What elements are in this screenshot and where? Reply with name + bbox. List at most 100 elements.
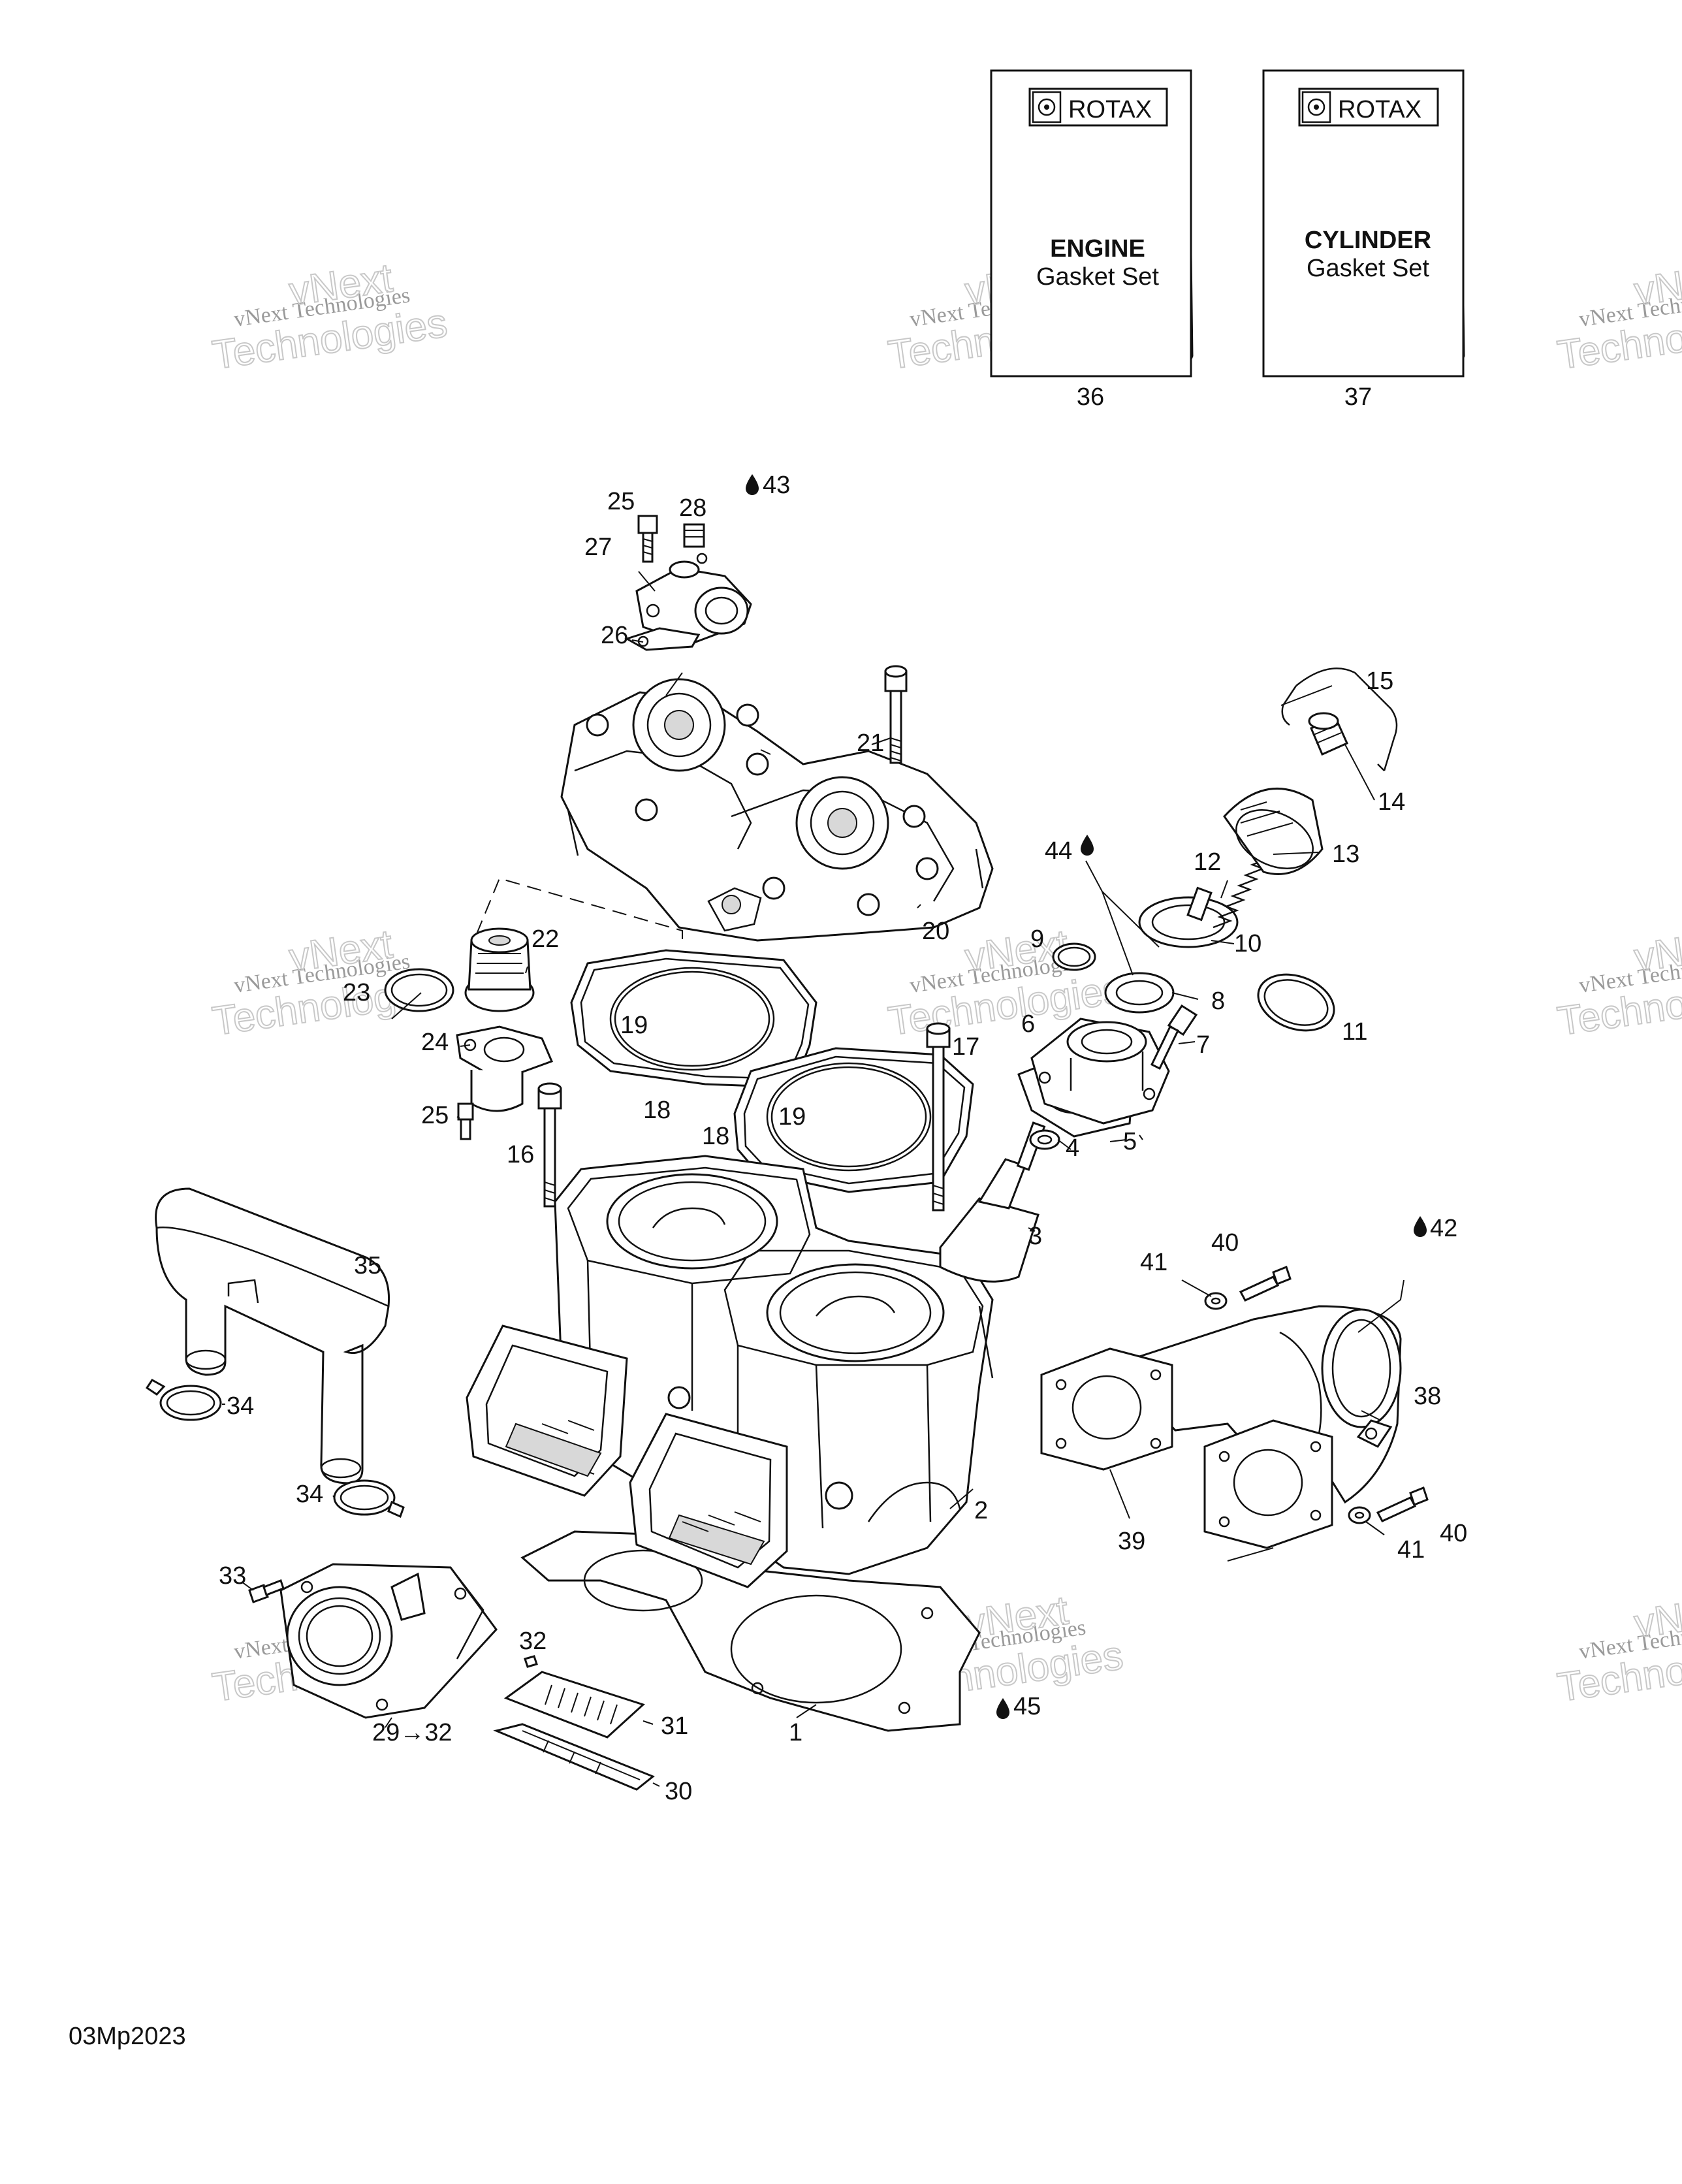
cylinder-bolt-17 bbox=[926, 1022, 951, 1212]
callout-labels: 1 2 3 4 5 6 7 8 9 10 11 12 13 14 15 16 1… bbox=[219, 472, 1467, 1805]
rotax-logo-icon bbox=[1301, 91, 1331, 123]
callout-40a: 40 bbox=[1211, 1229, 1239, 1257]
callout-18a: 18 bbox=[643, 1097, 671, 1124]
callout-33: 33 bbox=[219, 1562, 246, 1590]
drop-icon bbox=[1414, 1216, 1427, 1237]
hidden-line bbox=[476, 877, 683, 946]
callout-41b: 41 bbox=[1397, 1536, 1425, 1564]
callout-32: 32 bbox=[519, 1628, 547, 1655]
callout-19b: 19 bbox=[778, 1103, 806, 1131]
intake-reed-block-right bbox=[629, 1413, 788, 1588]
flange-39-upper bbox=[1040, 1347, 1173, 1471]
rotax-logo-icon bbox=[1032, 91, 1062, 123]
valve-cover-13 bbox=[1223, 787, 1324, 875]
intake-reed-block-left bbox=[466, 1325, 628, 1497]
screw-25-top bbox=[637, 515, 658, 563]
callout-3: 3 bbox=[1028, 1223, 1042, 1250]
callout-15: 15 bbox=[1366, 667, 1393, 695]
valve-cap-8 bbox=[1104, 972, 1175, 1014]
watermark: vNext Technologies vNext Technologies bbox=[1554, 255, 1682, 379]
callout-41a: 41 bbox=[1140, 1249, 1167, 1276]
drop-icon bbox=[1081, 835, 1094, 856]
head-gasket-left bbox=[570, 949, 817, 1089]
callout-28: 28 bbox=[679, 494, 706, 522]
watermark-line2: vNext bbox=[1632, 922, 1682, 980]
screw-40-lower bbox=[1376, 1486, 1429, 1522]
coolant-manifold-35 bbox=[155, 1187, 390, 1485]
kit-number: 36 bbox=[1077, 383, 1104, 411]
callout-22: 22 bbox=[532, 925, 559, 953]
kit-brand: ROTAX bbox=[1068, 96, 1152, 123]
exhaust-valve-3 bbox=[939, 1121, 1046, 1283]
head-gasket-right bbox=[733, 1047, 974, 1193]
callout-1: 1 bbox=[789, 1719, 802, 1746]
thermostat-cover-24 bbox=[456, 1025, 554, 1112]
callout-11: 11 bbox=[1342, 1018, 1367, 1046]
screw-33 bbox=[248, 1579, 285, 1603]
screw-7 bbox=[1150, 1004, 1198, 1070]
valve-housing-6 bbox=[1030, 1018, 1170, 1125]
callout-8: 8 bbox=[1211, 988, 1225, 1015]
cylinder-head-part bbox=[560, 678, 994, 942]
callout-40b: 40 bbox=[1440, 1520, 1467, 1547]
reed-stopper-30 bbox=[493, 1723, 655, 1791]
o-ring-9 bbox=[1052, 942, 1096, 971]
callout-10: 10 bbox=[1234, 930, 1262, 957]
screw-32 bbox=[524, 1655, 538, 1668]
callout-45: 45 bbox=[1013, 1693, 1041, 1720]
callout-42: 42 bbox=[1430, 1215, 1457, 1242]
drop-icon bbox=[746, 474, 759, 495]
hose-clamp-34-lower bbox=[333, 1479, 405, 1518]
callout-18b: 18 bbox=[702, 1123, 729, 1150]
callout-44: 44 bbox=[1045, 837, 1072, 865]
cylinder-gasket-set-kit: ROTAX CYLINDER Gasket Set 37 bbox=[1262, 69, 1465, 411]
thermostat-part bbox=[464, 927, 535, 1012]
callout-31: 31 bbox=[661, 1712, 688, 1740]
kit-title: ENGINE bbox=[1050, 235, 1145, 263]
callout-14: 14 bbox=[1378, 788, 1405, 816]
kit-title: CYLINDER bbox=[1305, 227, 1431, 254]
washer-41-lower bbox=[1348, 1506, 1371, 1524]
o-ring-11 bbox=[1257, 973, 1335, 1032]
watermark: vNext Technologies vNext Technologies bbox=[209, 255, 451, 379]
kit-brand: ROTAX bbox=[1338, 96, 1421, 123]
flange-39-lower bbox=[1203, 1419, 1333, 1549]
callout-30: 30 bbox=[665, 1778, 692, 1805]
thermostat-seal-23 bbox=[384, 968, 454, 1012]
watermark: vNext Technologies vNext Technologies bbox=[1554, 921, 1682, 1045]
callout-25a: 25 bbox=[607, 488, 635, 515]
diaphragm-piston-10 bbox=[1138, 886, 1239, 948]
callout-17: 17 bbox=[952, 1033, 979, 1061]
plug-28 bbox=[683, 523, 705, 548]
callout-24: 24 bbox=[421, 1029, 449, 1056]
kit-subtitle: Gasket Set bbox=[1307, 255, 1429, 282]
kit-subtitle: Gasket Set bbox=[1036, 263, 1159, 291]
leader-lines bbox=[222, 571, 1404, 1787]
callout-34a: 34 bbox=[227, 1392, 254, 1420]
reed-petal-31 bbox=[503, 1671, 645, 1739]
watermark: vNext Technologies vNext Technologies bbox=[1554, 1587, 1682, 1711]
callout-2: 2 bbox=[974, 1497, 988, 1524]
valve-seal-4 bbox=[1029, 1129, 1060, 1150]
hose-clamp-34-upper bbox=[145, 1379, 222, 1421]
callout-19a: 19 bbox=[620, 1012, 648, 1039]
callout-39: 39 bbox=[1118, 1528, 1145, 1555]
callout-7: 7 bbox=[1196, 1031, 1210, 1059]
callout-43: 43 bbox=[763, 472, 790, 499]
kit-number: 37 bbox=[1344, 383, 1372, 411]
screw-25-left bbox=[457, 1102, 474, 1140]
spring-12 bbox=[1213, 857, 1270, 929]
callout-34b: 34 bbox=[296, 1481, 323, 1508]
callout-38: 38 bbox=[1414, 1383, 1441, 1410]
screw-40-upper bbox=[1239, 1266, 1292, 1302]
callout-23: 23 bbox=[343, 979, 370, 1006]
drawing-code: 03Mp2023 bbox=[69, 2023, 186, 2050]
cap-14 bbox=[1308, 712, 1348, 756]
washer-41-upper bbox=[1204, 1292, 1228, 1310]
callout-27: 27 bbox=[584, 534, 612, 561]
callout-12: 12 bbox=[1194, 848, 1221, 876]
callout-6: 6 bbox=[1021, 1010, 1035, 1038]
callout-25b: 25 bbox=[421, 1102, 449, 1129]
callout-4: 4 bbox=[1066, 1134, 1079, 1162]
